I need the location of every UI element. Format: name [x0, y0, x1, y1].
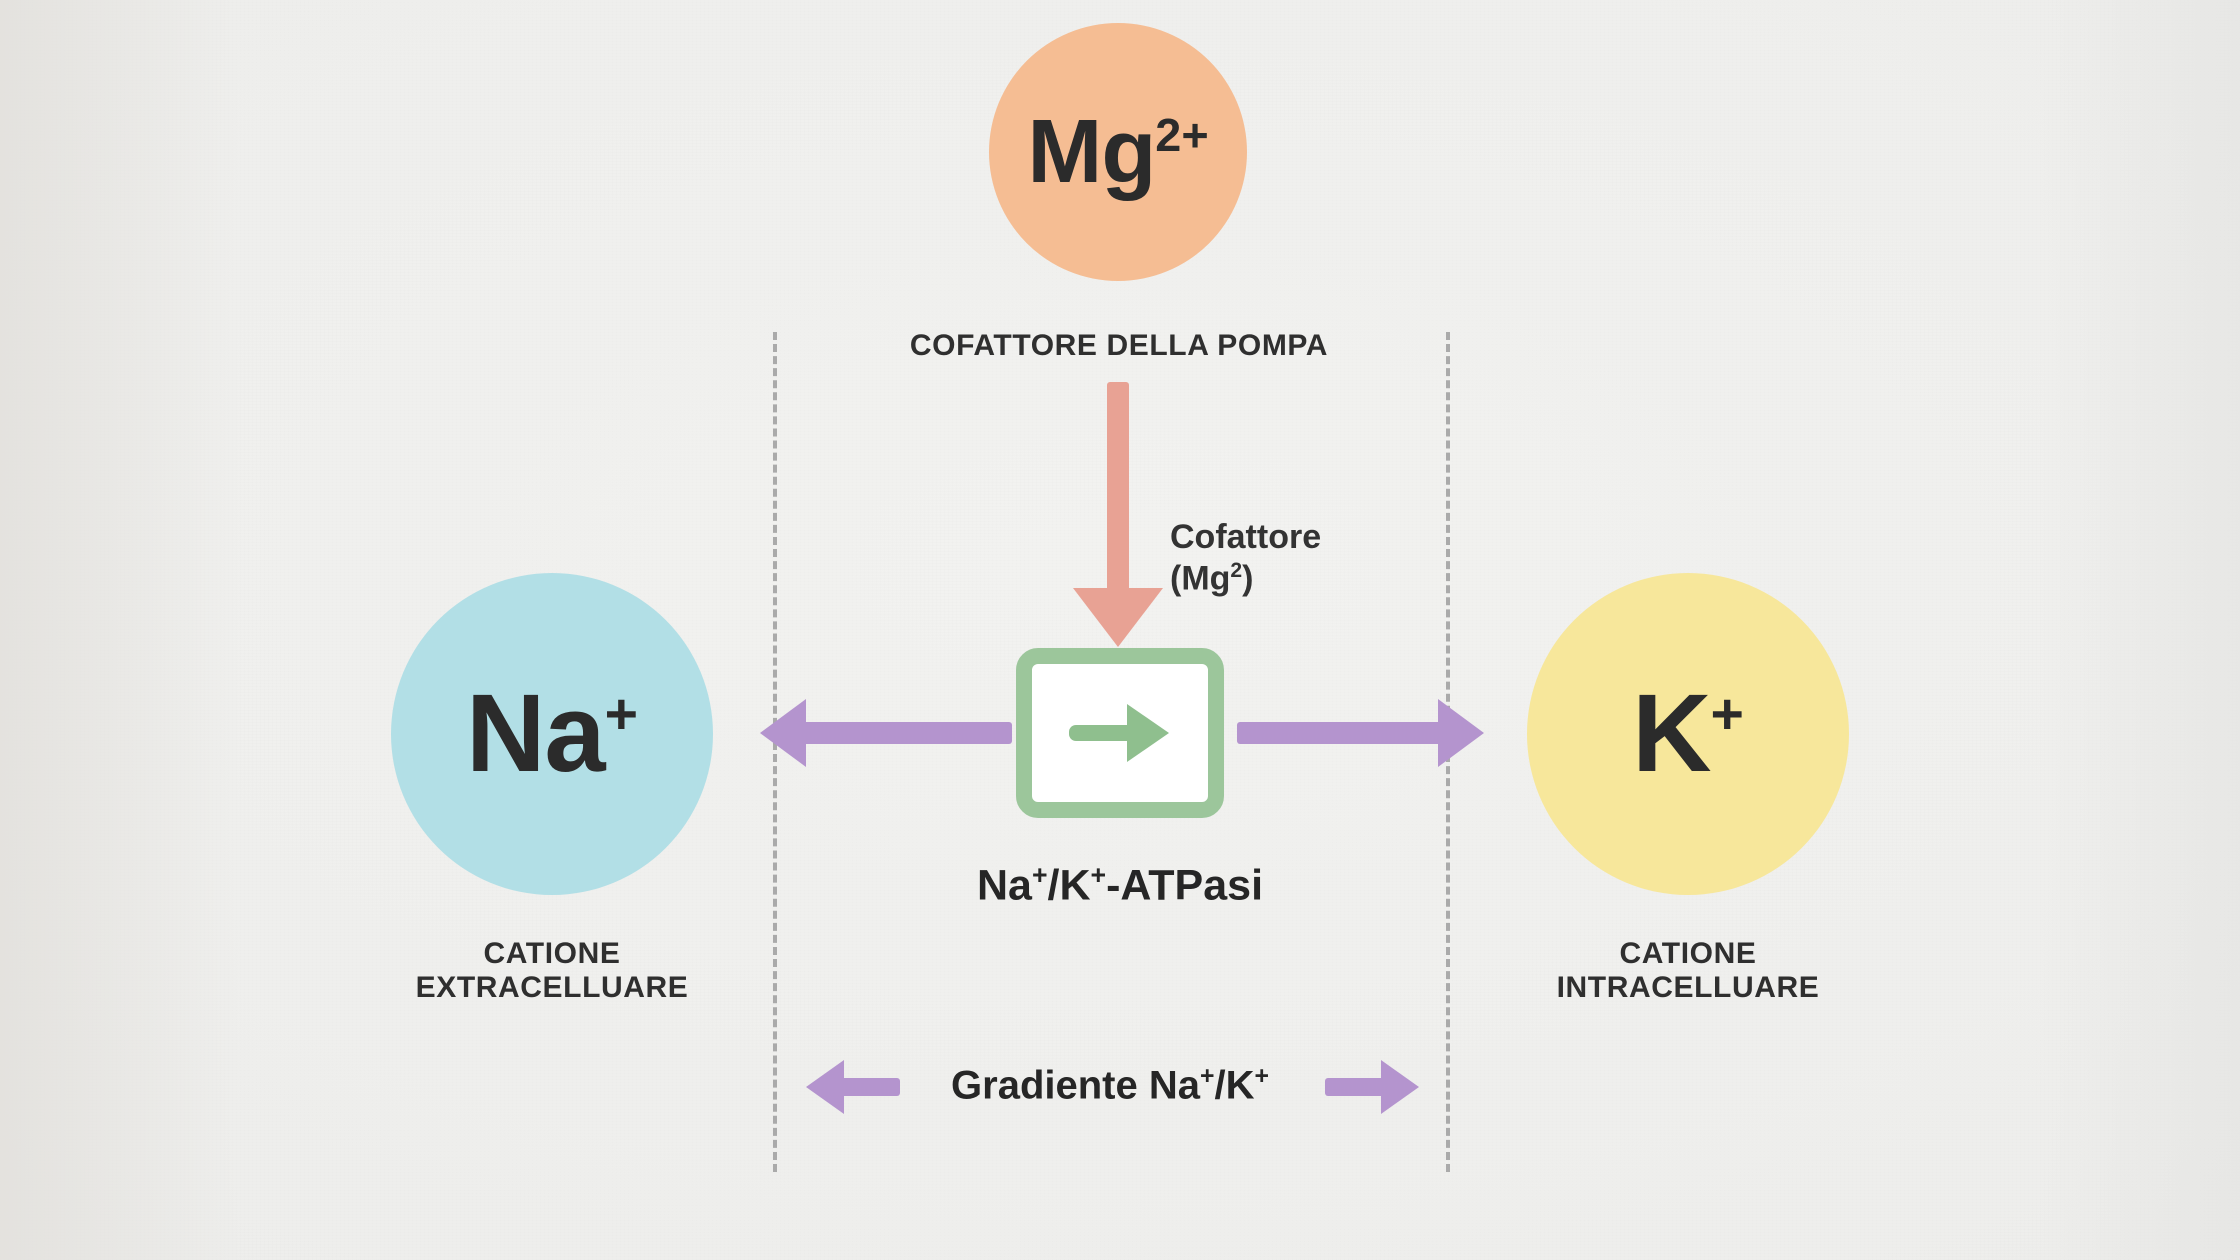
potassium-charge: +: [1710, 682, 1744, 747]
cofactor-arrow-annotation: Cofattore (Mg2): [1170, 517, 1420, 600]
sodium-ion-label: Na+: [465, 672, 639, 795]
membrane-boundary-left: [773, 332, 777, 1172]
cofactor-charge: 2+: [1155, 109, 1209, 161]
cofactor-arrow: [1073, 382, 1163, 647]
potassium-ion-circle[interactable]: K+: [1527, 573, 1849, 895]
atpase-pump-caption: Na+/K+-ATPasi: [976, 860, 1264, 910]
sodium-charge: +: [604, 682, 639, 747]
left-edge-vignette: [0, 0, 240, 1260]
sodium-transport-arrow: [760, 699, 1012, 767]
potassium-ion-label: K+: [1632, 672, 1744, 795]
sodium-ion-circle[interactable]: Na+: [391, 573, 713, 895]
cofactor-ion-circle[interactable]: Mg2+: [989, 23, 1247, 281]
pump-direction-arrow-icon: [1069, 704, 1169, 762]
gradient-arrow-right: [1325, 1060, 1419, 1114]
cofactor-annotation-line2: (Mg2): [1170, 559, 1254, 598]
cofactor-caption: COFATTORE DELLA POMPA: [909, 329, 1329, 362]
atpase-pump-box[interactable]: [1016, 648, 1224, 818]
gradient-arrow-left: [806, 1060, 900, 1114]
right-edge-vignette: [2040, 0, 2240, 1260]
cofactor-annotation-line1: Cofattore: [1170, 518, 1322, 556]
cofactor-ion-label: Mg2+: [1027, 102, 1209, 202]
sodium-caption: CATIONE EXTRACELLUARE: [415, 937, 689, 1004]
potassium-caption: CATIONE INTRACELLUARE: [1556, 937, 1820, 1004]
gradient-label: Gradiente Na+/K+: [951, 1063, 1269, 1108]
membrane-boundary-right: [1446, 332, 1450, 1172]
